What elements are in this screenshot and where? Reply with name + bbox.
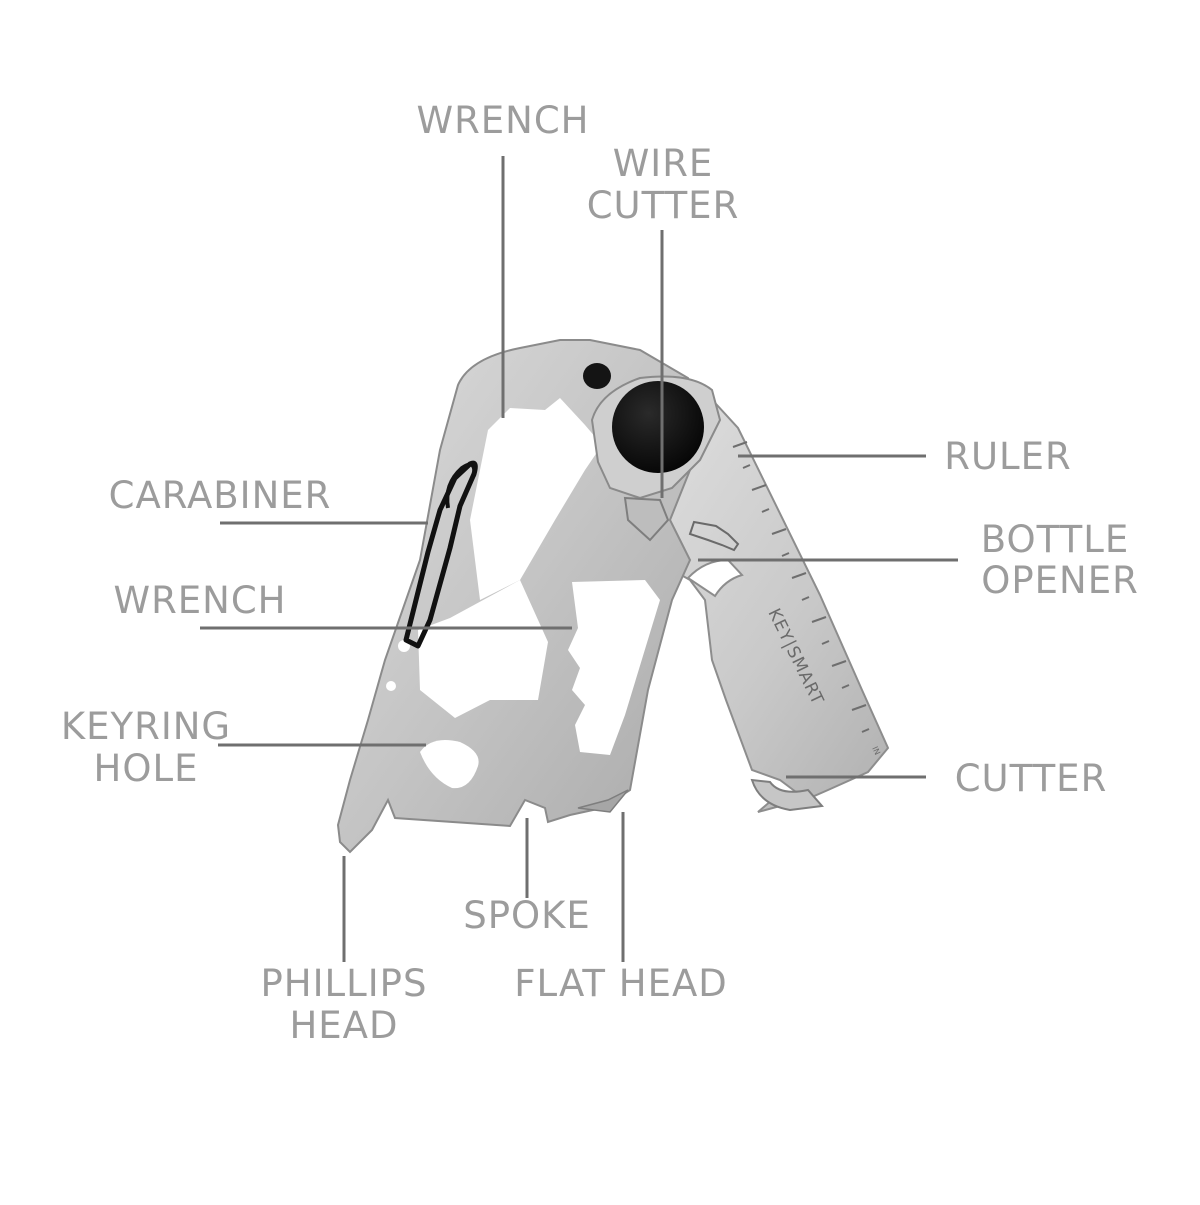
multitool-body: IN KEY|SMART [336,339,890,854]
pivot-knob [612,381,704,473]
wire-cutter-notch [623,496,670,542]
keyring-wire [403,460,478,649]
label-keyring-hole-line2: HOLE [94,747,199,790]
label-ruler: RULER [944,435,1072,478]
cutter-hook [750,778,824,812]
leader-lines [200,156,958,962]
ruler-unit: IN [870,745,882,756]
keyring-loop [445,462,477,509]
label-phillips-head-line1: PHILLIPS [261,962,428,1005]
bottle-opener-slot [686,558,744,598]
callout-labels: WRENCH WIRE CUTTER RULER CARABINER BOTTL… [61,99,1139,1047]
label-cutter: CUTTER [955,757,1108,800]
label-bottle-opener-line1: BOTTLE [981,518,1129,561]
label-bottle-opener-line2: OPENER [981,559,1139,602]
label-carabiner: CARABINER [109,474,332,517]
label-wire-cutter-line1: WIRE [613,142,714,185]
label-flat-head: FLAT HEAD [514,962,728,1005]
ruler-ticks [732,441,870,733]
stud [583,363,611,389]
label-wrench-mid: WRENCH [113,579,286,622]
bottle-icon [688,520,740,552]
label-wrench-top: WRENCH [416,99,589,142]
flat-head-edge [577,789,629,813]
label-keyring-hole-line1: KEYRING [61,705,231,748]
label-phillips-head-line2: HEAD [289,1004,398,1047]
label-spoke: SPOKE [463,894,591,937]
label-wire-cutter-line2: CUTTER [587,184,740,227]
